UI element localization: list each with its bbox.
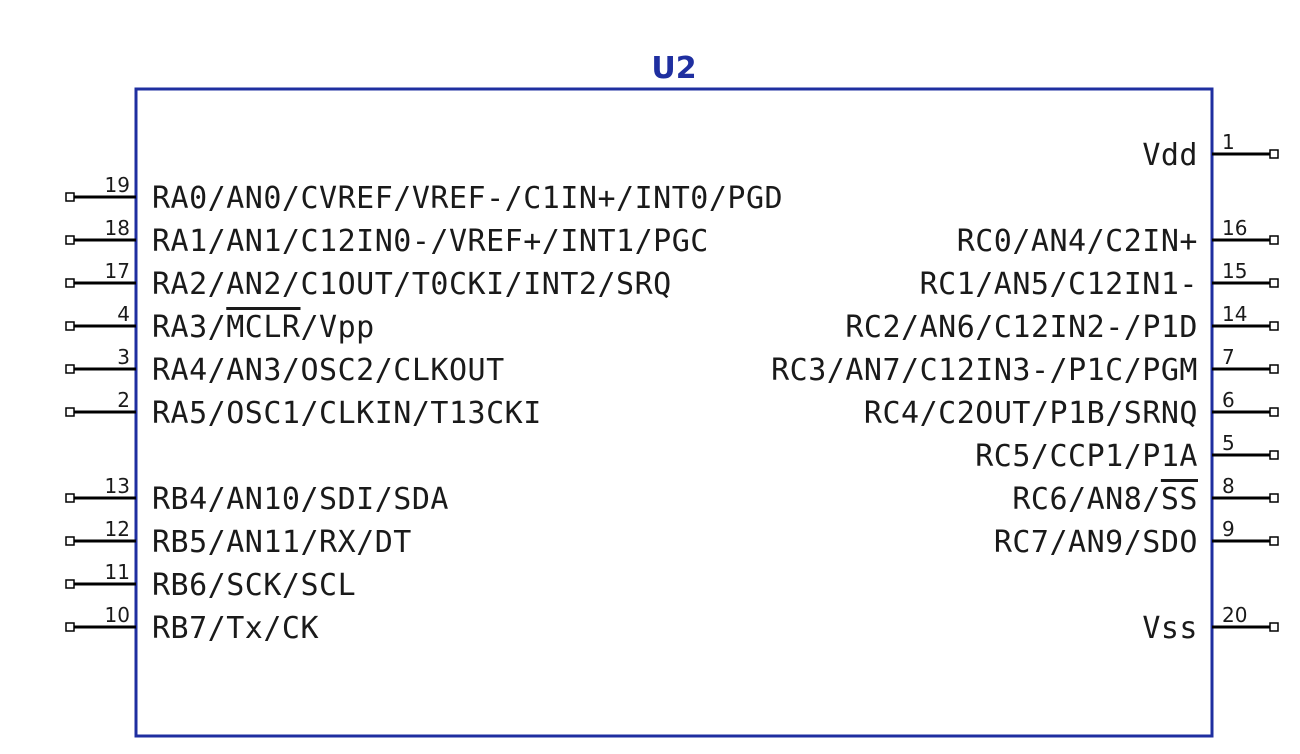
- pin-endpoint[interactable]: [65, 321, 75, 331]
- pin-number: 3: [117, 345, 130, 369]
- pin-label: RC4/C2OUT/P1B/SRNQ: [864, 396, 1198, 431]
- pin-endpoint[interactable]: [1269, 450, 1279, 460]
- pin-label: RB6/SCK/SCL: [152, 568, 356, 603]
- pin-endpoint[interactable]: [65, 579, 75, 589]
- pin-number: 20: [1222, 603, 1247, 627]
- pin-endpoint[interactable]: [1269, 364, 1279, 374]
- right-pin-group: 1Vdd16RC0/AN4/C2IN+15RC1/AN5/C12IN1-14RC…: [771, 130, 1279, 646]
- pin-left: 12 RB5/AN11/RX/DT: [65, 517, 412, 560]
- pin-endpoint[interactable]: [1269, 407, 1279, 417]
- pin-endpoint[interactable]: [65, 536, 75, 546]
- pin-right: 1 Vdd: [1142, 130, 1279, 173]
- pin-right: 14 RC2/AN6/C12IN2-/P1D: [845, 302, 1279, 345]
- pin-endpoint[interactable]: [65, 622, 75, 632]
- pin-number: 7: [1222, 345, 1235, 369]
- pin-left: 18 RA1/AN1/C12IN0-/VREF+/INT1/PGC: [65, 216, 709, 259]
- pin-label: RB7/Tx/CK: [152, 611, 319, 646]
- pin-endpoint[interactable]: [1269, 622, 1279, 632]
- pin-left: 19 RA0/AN0/CVREF/VREF-/C1IN+/INT0/PGD: [65, 173, 783, 216]
- pin-left: 3 RA4/AN3/OSC2/CLKOUT: [65, 345, 505, 388]
- pin-endpoint[interactable]: [1269, 321, 1279, 331]
- pin-number: 6: [1222, 388, 1235, 412]
- pin-endpoint[interactable]: [1269, 493, 1279, 503]
- pin-endpoint[interactable]: [1269, 235, 1279, 245]
- pin-endpoint[interactable]: [65, 235, 75, 245]
- pin-label: RC2/AN6/C12IN2-/P1D: [845, 310, 1198, 345]
- pin-number: 11: [105, 560, 130, 584]
- pin-number: 16: [1222, 216, 1247, 240]
- pin-label: RA4/AN3/OSC2/CLKOUT: [152, 353, 505, 388]
- pin-right: 7 RC3/AN7/C12IN3-/P1C/PGM: [771, 345, 1279, 388]
- pin-label: RA0/AN0/CVREF/VREF-/C1IN+/INT0/PGD: [152, 181, 783, 216]
- pin-number: 10: [105, 603, 130, 627]
- pin-label: RA1/AN1/C12IN0-/VREF+/INT1/PGC: [152, 224, 709, 259]
- pin-label: Vss: [1142, 611, 1198, 646]
- pin-left: 4 RA3/MCLR/Vpp: [65, 302, 375, 345]
- pin-endpoint[interactable]: [65, 364, 75, 374]
- pin-label: RB4/AN10/SDI/SDA: [152, 482, 449, 517]
- pin-label: RB5/AN11/RX/DT: [152, 525, 412, 560]
- pin-label: RC5/CCP1/P1A: [975, 439, 1198, 474]
- pin-endpoint[interactable]: [65, 278, 75, 288]
- pin-endpoint[interactable]: [65, 407, 75, 417]
- pin-number: 13: [105, 474, 130, 498]
- pin-label: RA2/AN2/C1OUT/T0CKI/INT2/SRQ: [152, 267, 672, 302]
- pin-left: 2 RA5/OSC1/CLKIN/T13CKI: [65, 388, 542, 431]
- pin-right: 16 RC0/AN4/C2IN+: [957, 216, 1279, 259]
- pin-number: 17: [105, 259, 130, 283]
- pin-label: RC1/AN5/C12IN1-: [920, 267, 1198, 302]
- pin-right: 8 RC6/AN8/SS: [1012, 474, 1279, 517]
- pin-label: RA5/OSC1/CLKIN/T13CKI: [152, 396, 542, 431]
- pin-right: 6 RC4/C2OUT/P1B/SRNQ: [864, 388, 1279, 431]
- pin-right: 15 RC1/AN5/C12IN1-: [920, 259, 1279, 302]
- pin-number: 9: [1222, 517, 1235, 541]
- pin-label-part: /Vpp: [301, 310, 375, 345]
- component-designator: U2: [651, 51, 696, 86]
- pin-label: RC7/AN9/SDO: [994, 525, 1198, 560]
- pin-label-overbar: MCLR: [226, 310, 301, 345]
- pin-left: 13 RB4/AN10/SDI/SDA: [65, 474, 449, 517]
- pin-number: 8: [1222, 474, 1235, 498]
- pin-left: 11 RB6/SCK/SCL: [65, 560, 356, 603]
- pin-label: Vdd: [1142, 138, 1198, 173]
- pin-number: 18: [105, 216, 130, 240]
- pin-number: 4: [117, 302, 130, 326]
- pin-number: 19: [105, 173, 130, 197]
- pin-endpoint[interactable]: [65, 192, 75, 202]
- pin-right: 5 RC5/CCP1/P1A: [975, 431, 1279, 474]
- pin-label-overbar: SS: [1161, 482, 1198, 517]
- pin-label: RC6/AN8/SS: [1012, 482, 1198, 517]
- pin-endpoint[interactable]: [1269, 536, 1279, 546]
- pin-right: 9 RC7/AN9/SDO: [994, 517, 1279, 560]
- pin-number: 5: [1222, 431, 1235, 455]
- pin-endpoint[interactable]: [1269, 278, 1279, 288]
- pin-number: 14: [1222, 302, 1247, 326]
- pin-number: 15: [1222, 259, 1247, 283]
- pin-right: 20 Vss: [1142, 603, 1279, 646]
- pin-number: 1: [1222, 130, 1235, 154]
- pin-label-part: RC6/AN8/: [1012, 482, 1161, 517]
- pin-label: RA3/MCLR/Vpp: [152, 310, 375, 345]
- pin-endpoint[interactable]: [65, 493, 75, 503]
- pin-left: 17 RA2/AN2/C1OUT/T0CKI/INT2/SRQ: [65, 259, 672, 302]
- pin-endpoint[interactable]: [1269, 149, 1279, 159]
- pin-label-part: RA3/: [152, 310, 226, 345]
- pin-label: RC3/AN7/C12IN3-/P1C/PGM: [771, 353, 1198, 388]
- pin-number: 12: [105, 517, 130, 541]
- pin-number: 2: [117, 388, 130, 412]
- pin-left: 10 RB7/Tx/CK: [65, 603, 319, 646]
- pin-label: RC0/AN4/C2IN+: [957, 224, 1198, 259]
